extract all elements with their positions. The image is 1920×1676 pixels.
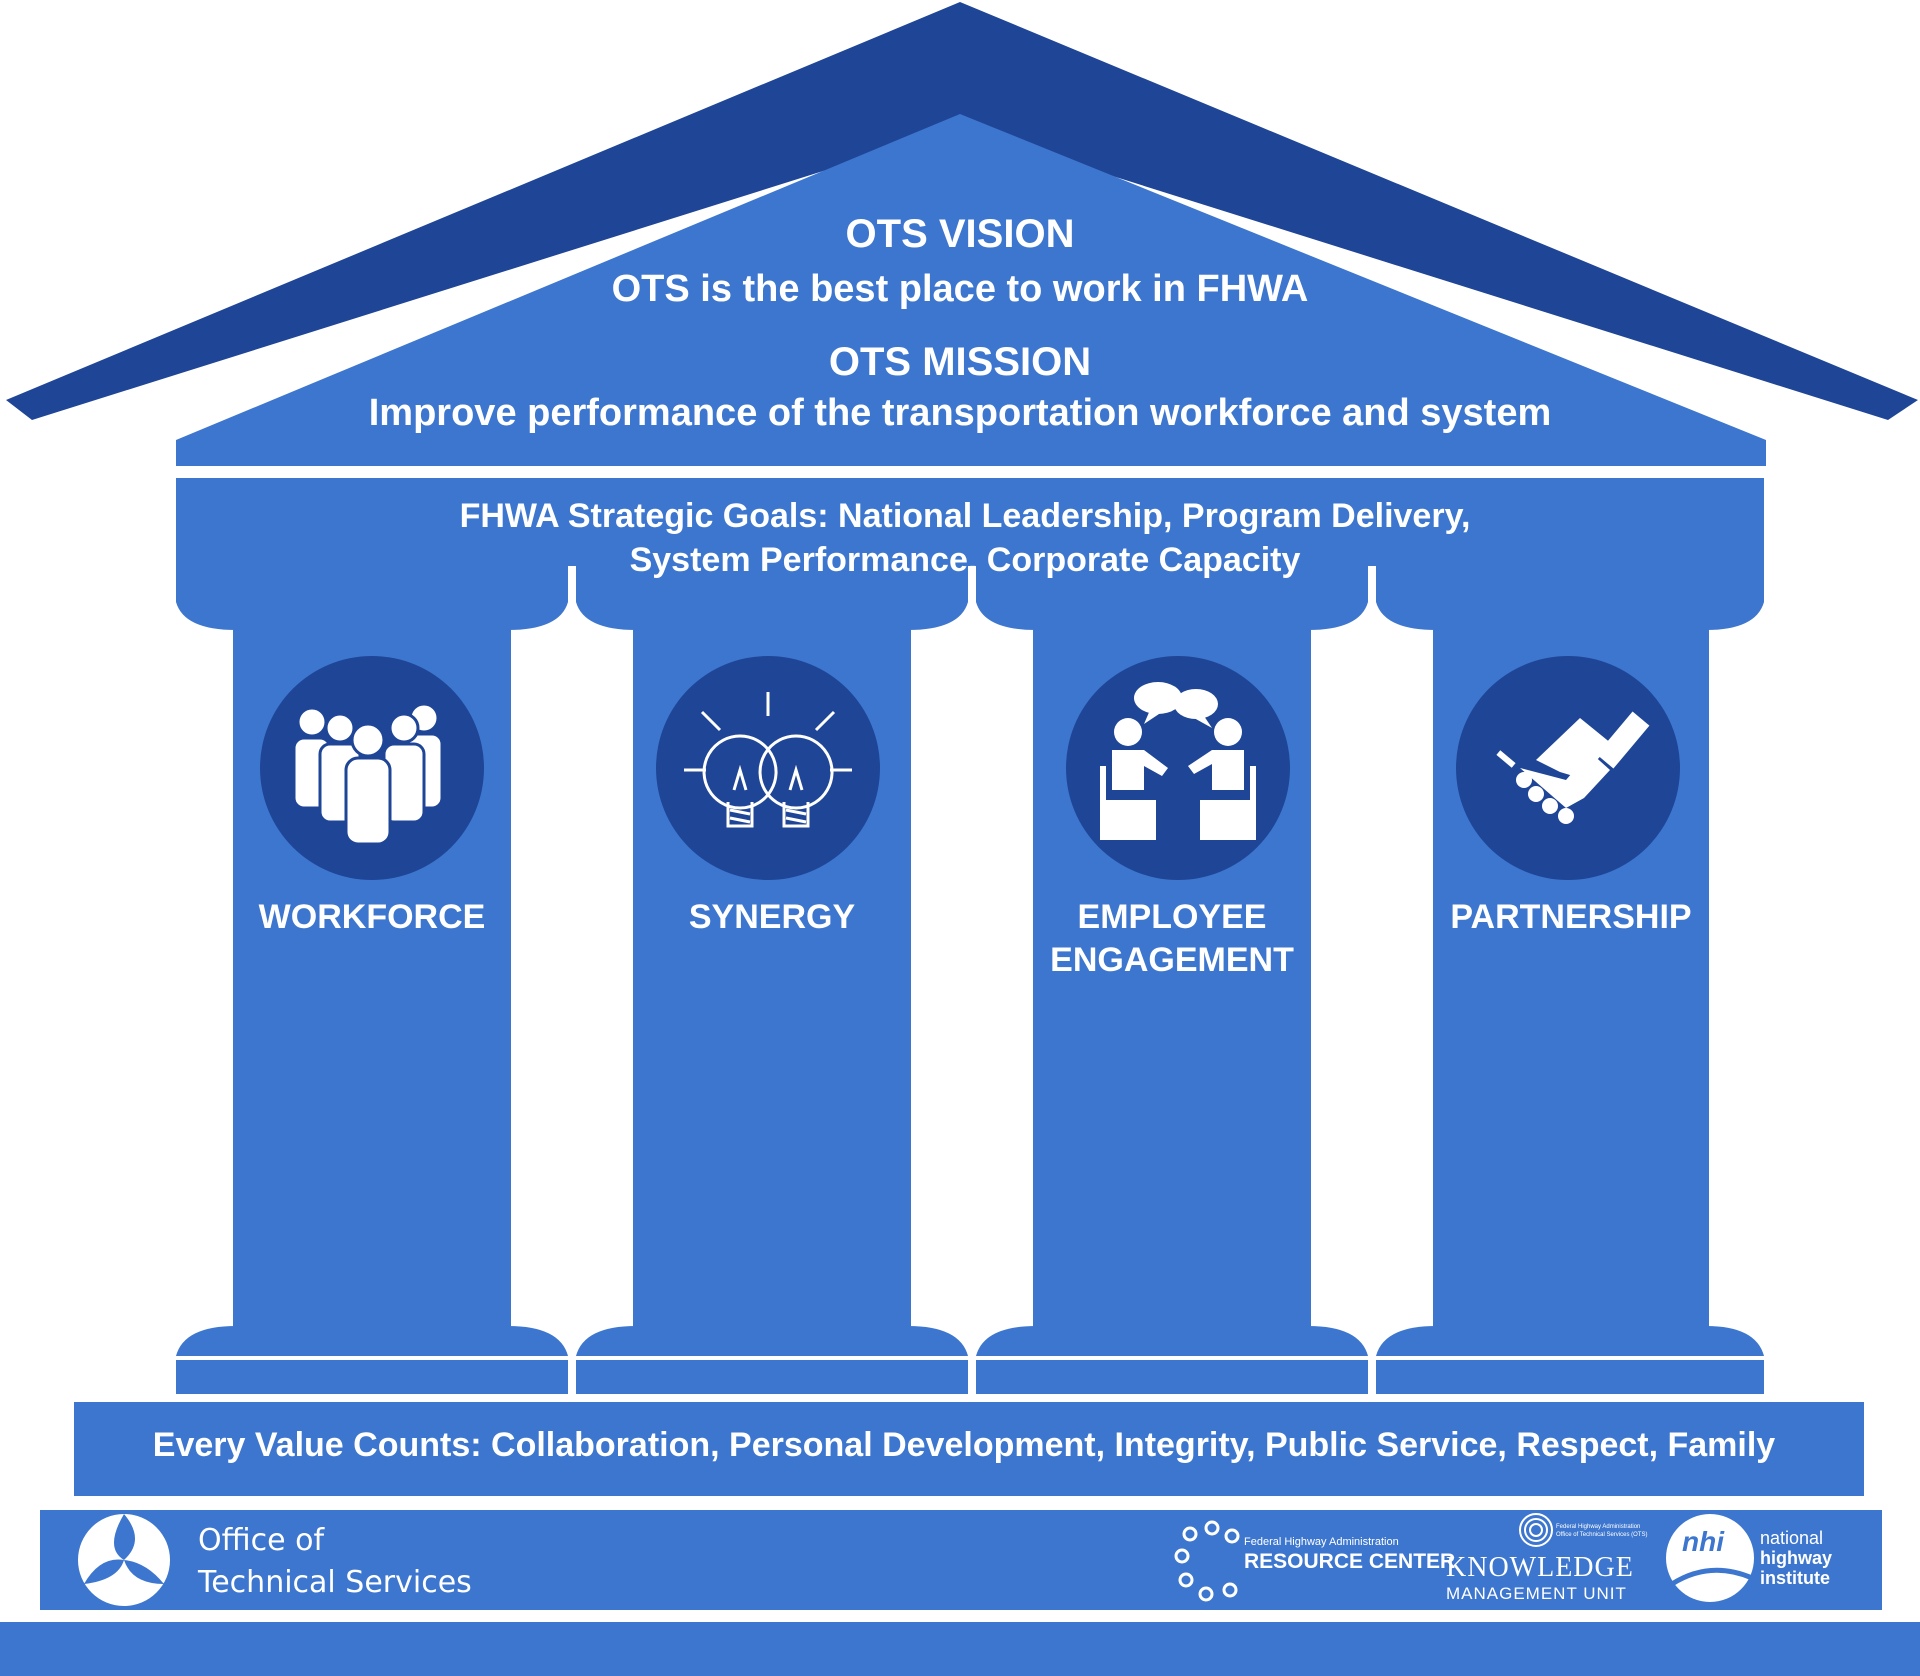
dot-logo [78,1514,170,1606]
nhi-line1: national [1760,1528,1824,1548]
kmu-main: KNOWLEDGE [1446,1552,1634,1583]
nhi-line3: institute [1760,1568,1830,1588]
resource-center-small: Federal Highway Administration [1244,1536,1399,1548]
office-name-line1: Office of [198,1523,325,1558]
pillar-label-employee-engagement: EMPLOYEE ENGAGEMENT [1050,898,1294,979]
vision-title: OTS VISION [845,212,1075,256]
entablature [176,478,1764,566]
pillar-capitals [176,566,1764,630]
lightbulbs-icon [684,692,852,828]
people-group-icon [292,702,444,846]
ground-step [0,1622,1920,1676]
pillar-label-synergy: SYNERGY [688,898,856,936]
kmu-logo [1519,1513,1553,1547]
roof [6,2,1918,420]
strategic-goals: FHWA Strategic Goals: National Leadershi… [300,494,1630,582]
synergy-icon-circle [656,656,880,880]
strategic-goals-line1: FHWA Strategic Goals: National Leadershi… [459,497,1471,535]
mission-statement: Improve performance of the transportatio… [368,392,1552,434]
kmu-sub: MANAGEMENT UNIT [1446,1584,1627,1603]
strategic-goals-line2: System Performance, Corporate Capacity [629,541,1301,579]
values-statement: Every Value Counts: Collaboration, Perso… [152,1426,1776,1464]
resource-center-name: RESOURCE CENTER [1244,1550,1456,1573]
mission-title: OTS MISSION [828,340,1092,384]
pediment [176,114,1766,466]
values-step [74,1402,1864,1496]
nhi-logo [1666,1514,1754,1602]
kmu-small-line2: Office of Technical Services (OTS) [1556,1532,1648,1538]
conversation-icon [1100,682,1256,840]
nhi-badge: nhi [1682,1526,1724,1557]
resource-center-logo [1174,1520,1240,1602]
pillar-label-workforce: WORKFORCE [258,898,486,936]
kmu-small-line1: Federal Highway Administration [1556,1524,1641,1530]
office-name: Office of Technical Services [198,1520,472,1604]
pillar-label-partnership: PARTNERSHIP [1450,898,1692,936]
footer-step [40,1510,1882,1610]
nhi-line2: highway [1760,1548,1833,1568]
pillar-bases [176,1326,1764,1394]
office-name-line2: Technical Services [198,1565,472,1600]
handshake-icon [1496,711,1650,824]
vision-statement: OTS is the best place to work in FHWA [611,268,1309,310]
